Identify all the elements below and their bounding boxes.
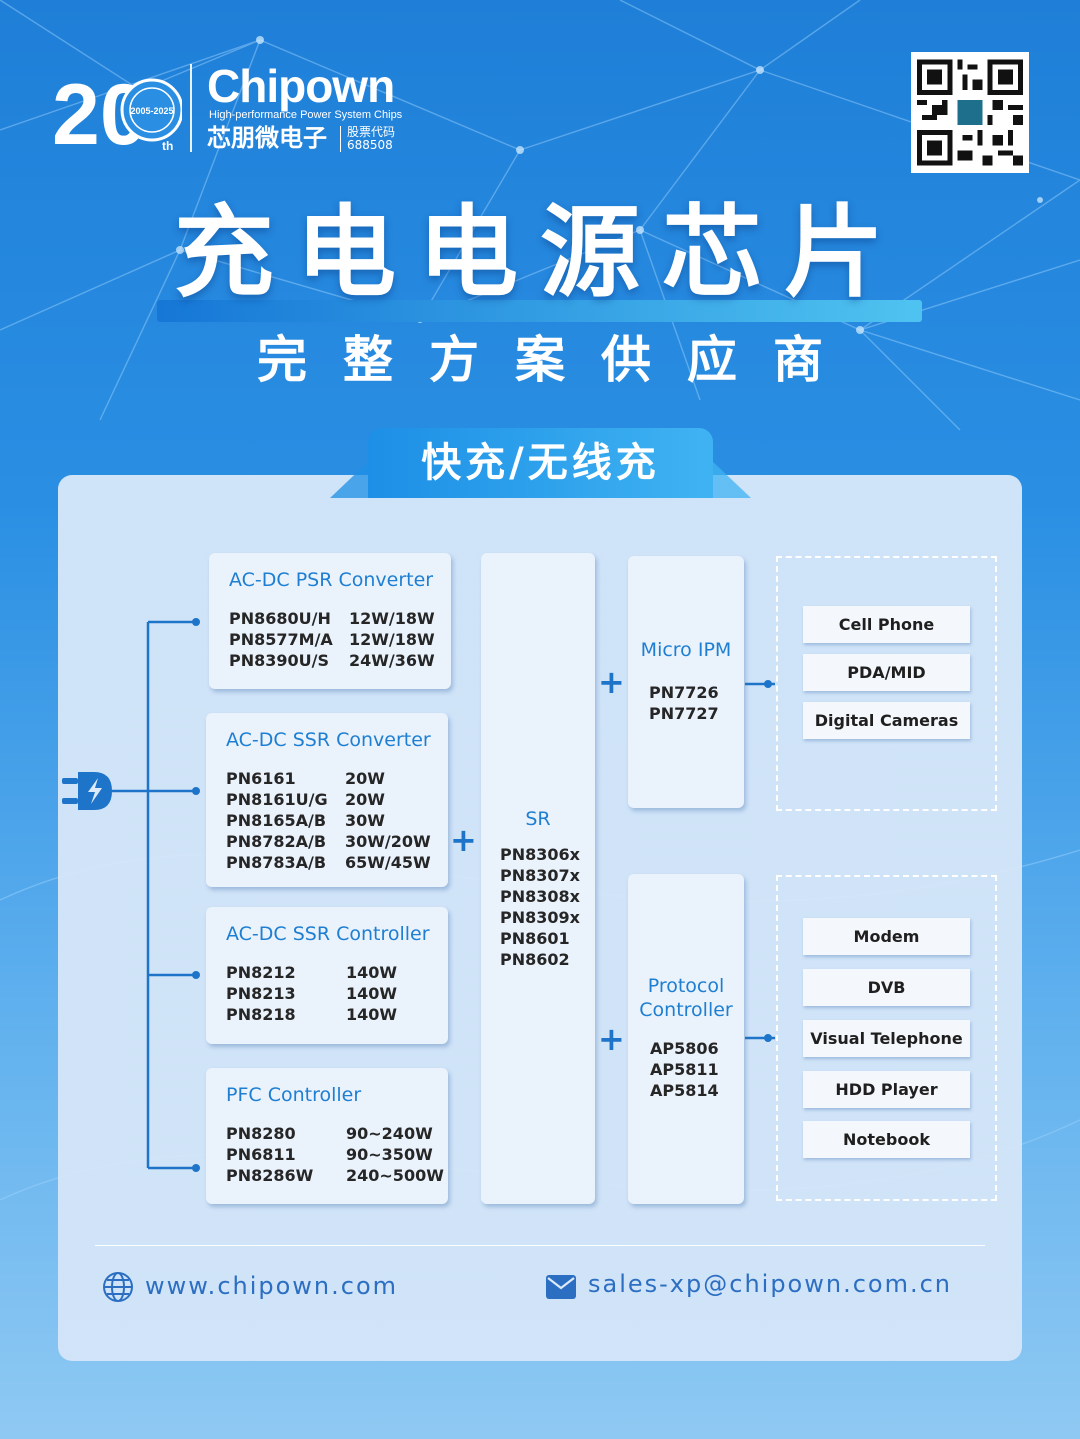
part-power: 24W/36W [349,651,435,670]
part-number: PN8680U/H [229,609,331,628]
brand-name: Chipown [207,60,395,112]
part-number: PN8309x [500,908,580,927]
column-title-line2: Controller [639,999,733,1021]
qr-code[interactable] [911,52,1029,173]
part-number: PN8783A/B [226,853,327,872]
website-link[interactable]: www.chipown.com [145,1272,399,1300]
device-visual-telephone[interactable]: Visual Telephone [803,1020,970,1057]
stock-code: 688508 [347,138,393,152]
brand-tagline: High-performance Power System Chips [209,109,403,121]
brand-name-chinese: 芯朋微电子 [207,124,327,152]
part-power: 12W/18W [349,630,435,649]
tab-ear-right [711,460,751,498]
part-number: PN8280 [226,1124,296,1143]
plus-icon: + [450,821,477,859]
part-number: PN8306x [500,845,580,864]
part-power: 90~240W [346,1124,433,1143]
part-power: 140W [346,984,398,1003]
page-title: 充电电源芯片 [174,194,906,311]
part-number: PN8218 [226,1005,296,1024]
part-number: PN6161 [226,769,296,788]
globe-icon [103,1272,133,1302]
plus-icon: + [598,1020,625,1058]
stock-label: 股票代码 [347,125,396,139]
device-digital-cameras[interactable]: Digital Cameras [803,702,970,739]
part-number: PN8782A/B [226,832,327,851]
part-power: 20W [345,790,385,809]
svg-text:th: th [162,139,173,153]
anniversary-logo: 20 2005-2025 th [52,67,182,156]
email-link[interactable]: sales-xp@chipown.com.cn [588,1270,952,1298]
device-hdd-player[interactable]: HDD Player [803,1071,970,1108]
part-number: PN7726 [649,683,719,702]
part-number: PN8161U/G [226,790,328,809]
card-title: PFC Controller [226,1084,362,1106]
part-power: 140W [346,1005,398,1024]
card-ssr-controller[interactable]: AC-DC SSR Controller PN8212 140W PN8213 … [206,907,448,1044]
card-title: AC-DC SSR Converter [226,729,431,751]
part-number: PN8286W [226,1166,314,1185]
device-group-bottom [776,875,997,1201]
stock-info: 股票代码 688508 [340,126,395,152]
part-number: PN8165A/B [226,811,327,830]
part-number: AP5806 [650,1039,719,1058]
card-ssr-converter[interactable]: AC-DC SSR Converter PN6161 20W PN8161U/G… [206,713,448,887]
page-subtitle: 完整方案供应商 [257,331,859,389]
part-power: 65W/45W [345,853,431,872]
device-group-top [776,556,997,811]
part-number: PN7727 [649,704,719,723]
device-dvb[interactable]: DVB [803,969,970,1006]
part-power: 140W [346,963,398,982]
tab-ear-left [330,460,370,498]
part-power: 90~350W [346,1145,433,1164]
part-power: 20W [345,769,385,788]
part-number: AP5811 [650,1060,719,1079]
device-cell-phone[interactable]: Cell Phone [803,606,970,643]
column-title-line1: Protocol [647,975,725,997]
column-micro-ipm[interactable]: Micro IPM PN7726 PN7727 [628,556,744,808]
plus-icon: + [598,663,625,701]
logo-divider [190,64,192,152]
card-pfc-controller[interactable]: PFC Controller PN8280 90~240W PN6811 90~… [206,1068,448,1204]
part-number: AP5814 [650,1081,719,1100]
footer-divider [95,1245,985,1246]
plug-icon [62,772,112,810]
part-number: PN6811 [226,1145,296,1164]
column-protocol-controller[interactable]: Protocol Controller AP5806 AP5811 AP5814 [628,874,744,1204]
part-power: 30W/20W [345,832,431,851]
part-power: 240~500W [346,1166,444,1185]
column-sr[interactable]: SR PN8306x PN8307x PN8308x PN8309x PN860… [481,553,595,1204]
part-number: PN8307x [500,866,580,885]
part-number: PN8602 [500,950,570,969]
device-modem[interactable]: Modem [803,918,970,955]
part-number: PN8213 [226,984,296,1003]
device-pda-mid[interactable]: PDA/MID [803,654,970,691]
part-number: PN8577M/A [229,630,333,649]
part-number: PN8601 [500,929,570,948]
part-power: 30W [345,811,385,830]
card-psr-converter[interactable]: AC-DC PSR Converter PN8680U/H 12W/18W PN… [209,553,451,689]
title-underline-bar [157,300,922,322]
category-tab[interactable]: 快充/无线充 [368,428,713,498]
device-notebook[interactable]: Notebook [803,1121,970,1158]
card-title: AC-DC PSR Converter [229,569,434,591]
part-number: PN8308x [500,887,580,906]
card-title: AC-DC SSR Controller [226,923,430,945]
qr-code-pattern [917,59,1023,166]
part-power: 12W/18W [349,609,435,628]
part-number: PN8212 [226,963,296,982]
column-title: SR [525,808,551,830]
mail-icon [546,1275,576,1299]
part-number: PN8390U/S [229,651,330,670]
column-title: Micro IPM [640,639,732,661]
svg-text:2005-2025: 2005-2025 [130,106,173,116]
